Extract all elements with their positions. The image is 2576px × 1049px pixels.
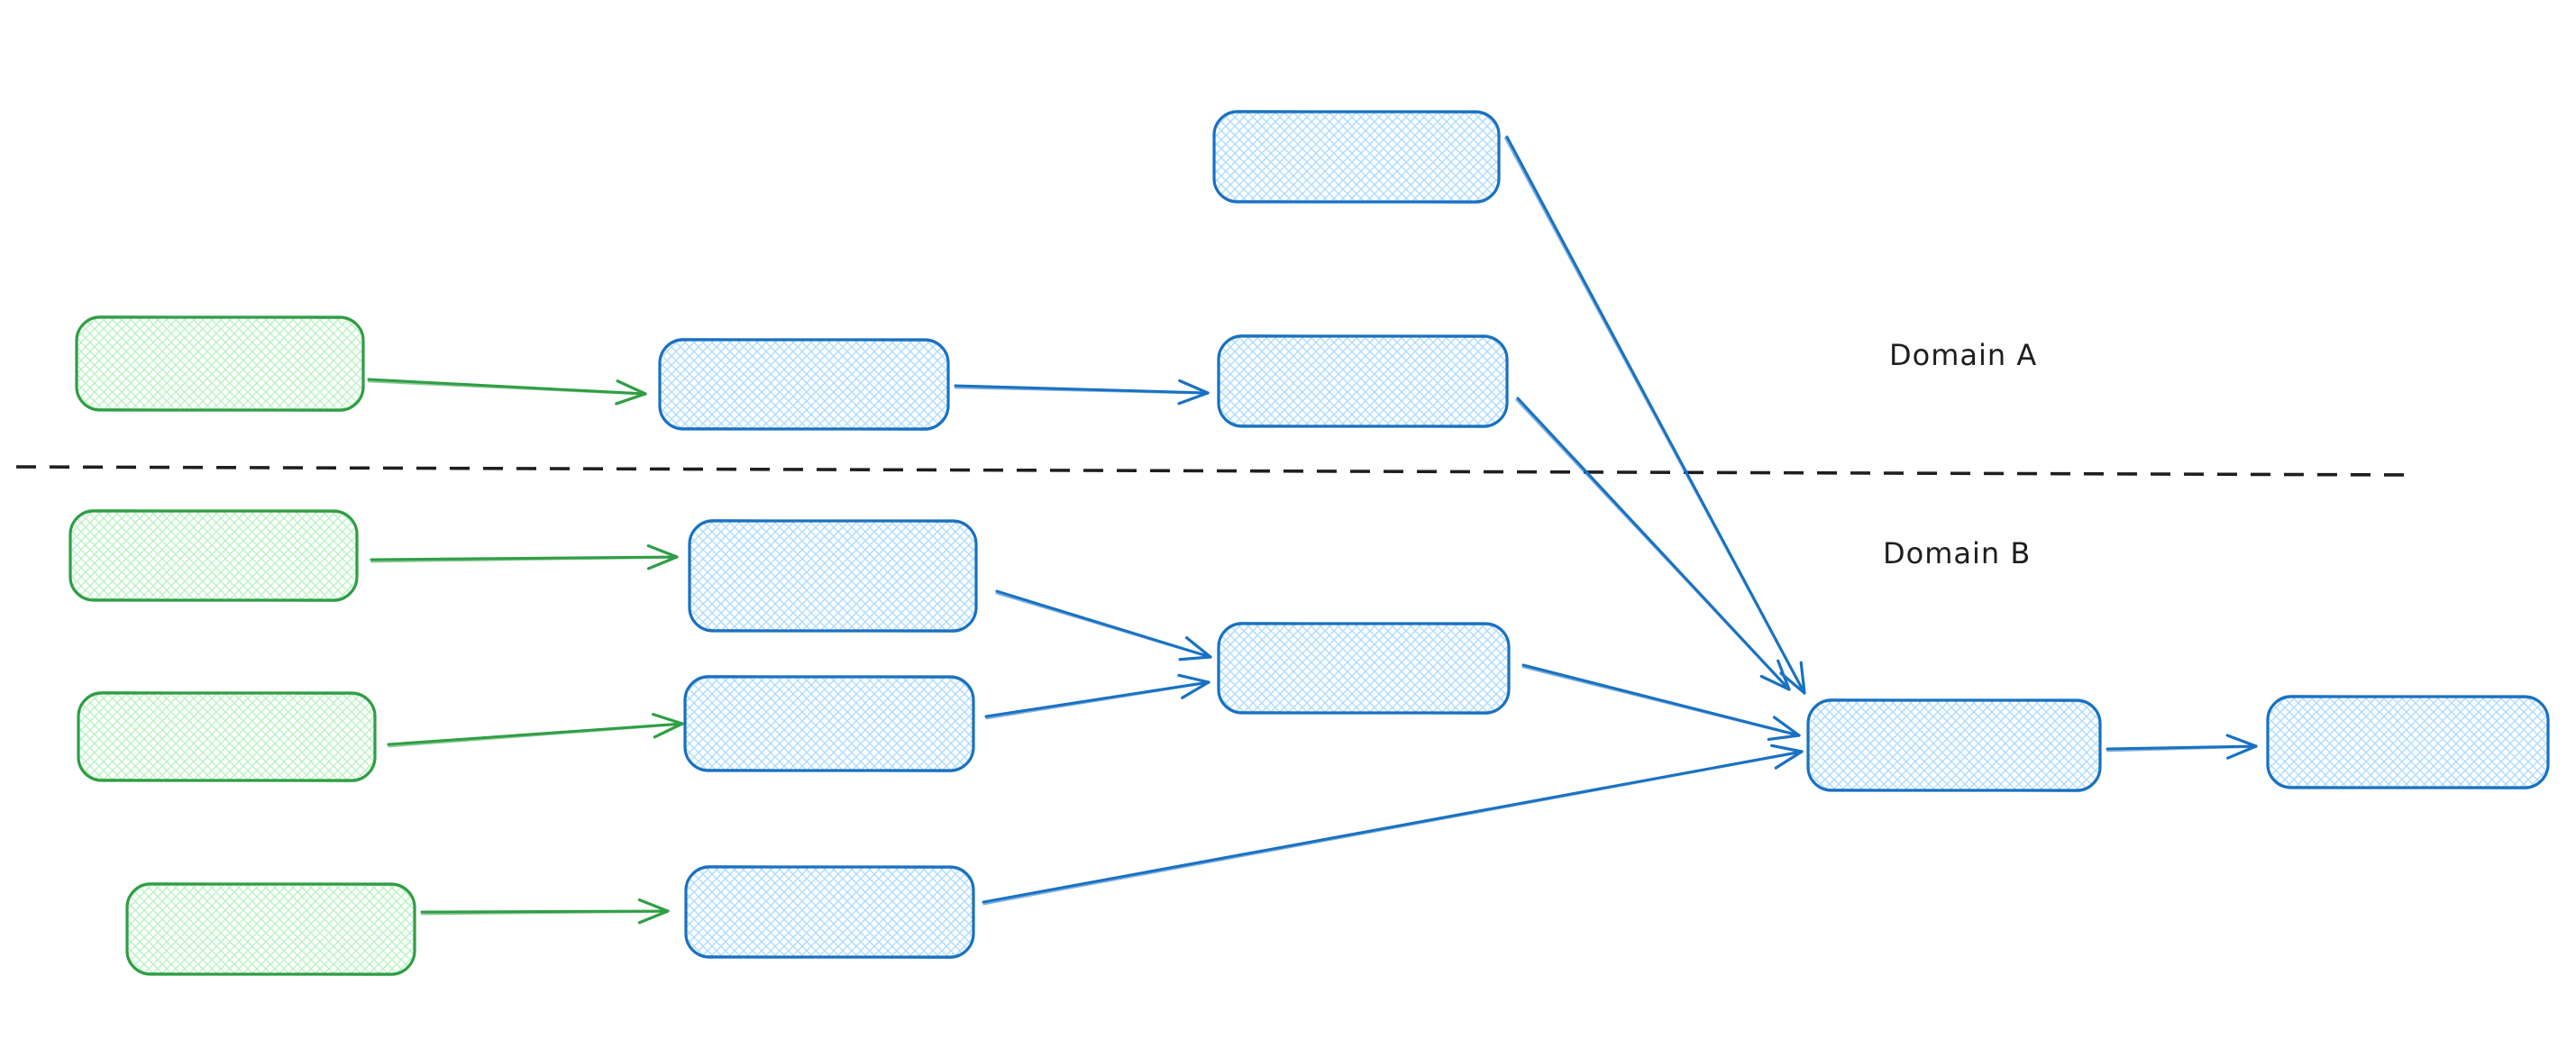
arrow-b-source3-to-b-middle3[interactable] [420, 898, 670, 925]
green-box-domain-a-source[interactable] [75, 315, 365, 413]
green-box-domain-b-source-1[interactable] [69, 508, 359, 603]
domain-divider-line[interactable] [15, 465, 2415, 477]
blue-box-domain-b-middle-3[interactable] [684, 864, 975, 960]
arrow-b-middle2-to-merge[interactable] [984, 673, 1210, 720]
arrow-b-source2-to-b-middle2[interactable] [387, 713, 684, 748]
blue-box-output[interactable] [2266, 694, 2550, 790]
green-box-domain-b-source-2[interactable] [77, 690, 377, 783]
blue-box-domain-a-top[interactable] [1212, 109, 1501, 205]
arrow-b-source1-to-b-middle1[interactable] [370, 544, 679, 570]
blue-box-domain-b-middle-1[interactable] [688, 518, 978, 634]
green-box-domain-b-source-3[interactable] [125, 881, 416, 977]
blue-box-aggregator[interactable] [1806, 698, 2102, 793]
arrow-a-middle-to-a-right[interactable] [954, 379, 1210, 406]
domain-a-label[interactable]: Domain A [1889, 338, 2037, 372]
domain-b-label[interactable]: Domain B [1883, 536, 2031, 570]
arrow-a-top-to-aggregator[interactable] [1503, 135, 1806, 695]
arrow-a-right-to-aggregator[interactable] [1515, 397, 1791, 691]
arrow-b-middle3-to-aggregator[interactable] [982, 743, 1804, 906]
arrow-a-source-to-a-middle[interactable] [367, 378, 647, 406]
blue-box-domain-b-merge[interactable] [1217, 621, 1511, 716]
blue-box-domain-a-middle[interactable] [658, 337, 950, 432]
arrow-b-middle1-to-merge[interactable] [995, 589, 1212, 661]
blue-box-domain-a-right[interactable] [1217, 333, 1509, 429]
arrow-merge-to-aggregator[interactable] [1521, 663, 1801, 742]
arrow-aggregator-to-output[interactable] [2106, 734, 2258, 760]
blue-box-domain-b-middle-2[interactable] [683, 674, 975, 773]
